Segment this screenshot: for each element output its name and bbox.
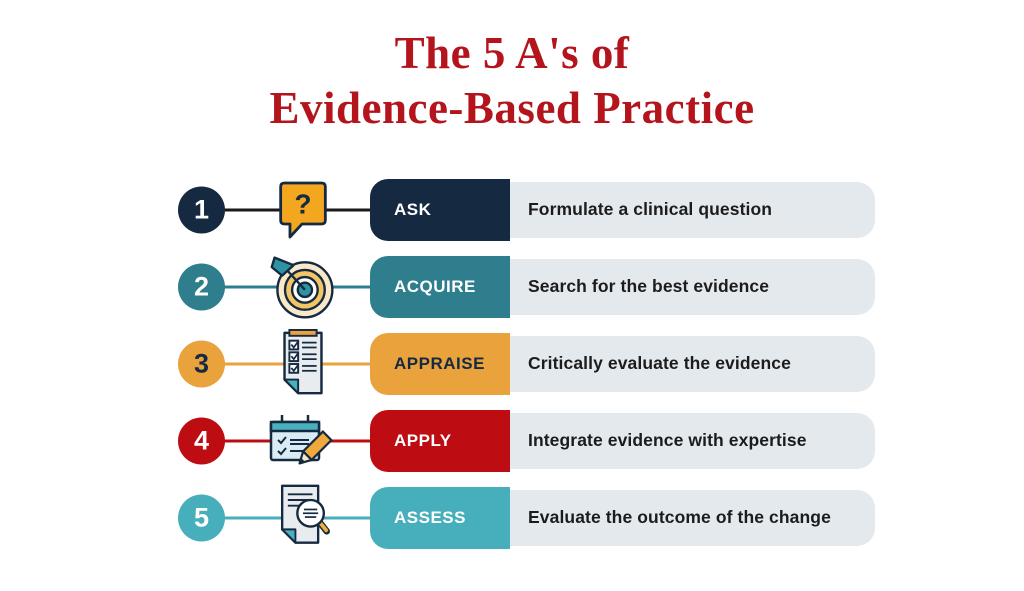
step-description: Formulate a clinical question bbox=[510, 181, 875, 238]
checklist-document-icon bbox=[258, 325, 348, 402]
step-row-apply: 4 APPLY bbox=[0, 402, 1024, 479]
step-number: 5 bbox=[193, 502, 210, 532]
step-row-ask: 1 ? ASK Formulate a clinical question bbox=[0, 171, 1024, 248]
svg-text:?: ? bbox=[294, 188, 311, 219]
step-number-badge: 4 bbox=[178, 417, 225, 464]
step-pill: ACQUIRE Search for the best evidence bbox=[370, 255, 875, 318]
step-pill: ASSESS Evaluate the outcome of the chang… bbox=[370, 486, 875, 549]
step-number-badge: 1 bbox=[178, 186, 225, 233]
step-label: ASK bbox=[370, 178, 510, 241]
step-pill: APPLY Integrate evidence with expertise bbox=[370, 409, 875, 472]
step-description: Search for the best evidence bbox=[510, 258, 875, 315]
step-row-assess: 5 ASSESS Evaluate the outcome bbox=[0, 479, 1024, 556]
step-pill: APPRAISE Critically evaluate the evidenc… bbox=[370, 332, 875, 395]
step-label: APPLY bbox=[370, 409, 510, 472]
step-number: 4 bbox=[193, 425, 210, 455]
steps-list: 1 ? ASK Formulate a clinical question 2 bbox=[0, 171, 1024, 556]
step-number: 3 bbox=[193, 348, 210, 378]
calendar-pencil-icon bbox=[258, 402, 348, 479]
step-number-badge: 3 bbox=[178, 340, 225, 387]
step-description: Evaluate the outcome of the change bbox=[510, 489, 875, 546]
step-pill: ASK Formulate a clinical question bbox=[370, 178, 875, 241]
page-title: The 5 A's of Evidence-Based Practice bbox=[0, 26, 1024, 136]
target-dart-icon bbox=[258, 248, 348, 325]
step-label: ACQUIRE bbox=[370, 255, 510, 318]
step-label: APPRAISE bbox=[370, 332, 510, 395]
step-number-badge: 5 bbox=[178, 494, 225, 541]
step-row-acquire: 2 ACQUIRE Search for the best evidence bbox=[0, 248, 1024, 325]
step-description: Integrate evidence with expertise bbox=[510, 412, 875, 469]
page-title-line1: The 5 A's of bbox=[394, 28, 630, 78]
step-row-appraise: 3 APPRAISE bbox=[0, 325, 1024, 402]
step-number-badge: 2 bbox=[178, 263, 225, 310]
step-number: 2 bbox=[193, 271, 210, 301]
page-title-line2: Evidence-Based Practice bbox=[269, 82, 755, 133]
step-description: Critically evaluate the evidence bbox=[510, 335, 875, 392]
document-magnifier-icon bbox=[258, 479, 348, 556]
step-label: ASSESS bbox=[370, 486, 510, 549]
step-number: 1 bbox=[193, 194, 210, 224]
question-speech-bubble-icon: ? bbox=[258, 171, 348, 248]
